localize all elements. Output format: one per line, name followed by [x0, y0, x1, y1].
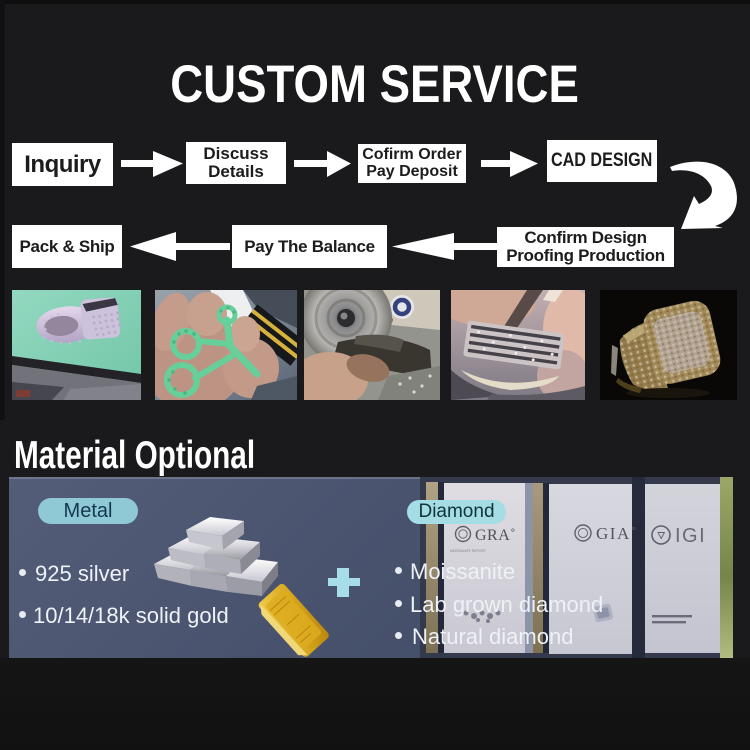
svg-text:MOISSANITE REPORT: MOISSANITE REPORT — [450, 549, 486, 553]
svg-text:GIA˚: GIA˚ — [596, 524, 638, 543]
svg-text:GRA˚: GRA˚ — [475, 527, 516, 544]
svg-text:IGI: IGI — [675, 525, 706, 547]
